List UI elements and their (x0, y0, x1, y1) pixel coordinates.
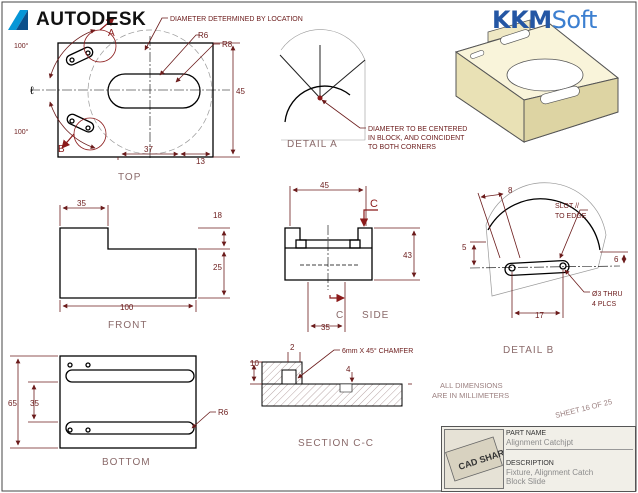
top-edge-dim: 13 (196, 157, 205, 166)
bottom-r6: R6 (218, 408, 229, 417)
angle-lower-label: 100° (14, 128, 29, 136)
section-top-dim: 2 (290, 343, 295, 352)
top-view: 100° 100° ℓ A B DIAMETER DETERMINED BY L… (14, 16, 303, 183)
section-c-c-view: 2 10 4 6mm X 45° CHAMFER SECTION C-C (250, 343, 413, 449)
description-row: DESCRIPTION Fixture, Alignment Catch Blo… (506, 459, 633, 489)
detail-b-left-dim: 5 (462, 243, 467, 252)
detail-a-label: DETAIL A (287, 139, 338, 150)
diameter-location-note: DIAMETER DETERMINED BY LOCATION (170, 16, 303, 23)
part-name-row: PART NAME Alignment Catchjpt (506, 429, 633, 450)
side-view: 45 43 35 C C SIDE (284, 181, 420, 332)
sheet-number: SHEET 16 OF 25 (554, 397, 613, 420)
detail-b-slot-dim: 8 (508, 186, 513, 195)
top-width-dim: 37 (144, 145, 153, 154)
marker-c-lower: C (336, 310, 344, 321)
detail-b-right-dim: 6 (614, 255, 619, 264)
side-view-label: SIDE (362, 310, 389, 321)
part-name-key: PART NAME (506, 430, 547, 437)
section-right-dim: 4 (346, 365, 351, 374)
section-left-dim: 10 (250, 359, 259, 368)
slot-note-1: SLOT // (555, 203, 579, 210)
section-label: SECTION C-C (298, 438, 374, 449)
units-note-2: ARE IN MILLIMETERS (432, 391, 509, 400)
marker-b: B (58, 144, 65, 155)
kkm-wordmark: KKM (492, 6, 552, 34)
detail-b-label: DETAIL B (503, 345, 554, 356)
part-name-value: Alignment Catchjpt (506, 438, 574, 447)
autodesk-logo: AUTODESK (6, 7, 146, 33)
marker-a: A (108, 28, 115, 39)
detail-a-view: DETAIL A DIAMETER TO BE CENTERED IN BLOC… (279, 29, 467, 151)
center-note-1: DIAMETER TO BE CENTERED (368, 126, 467, 133)
bottom-inner-dim: 35 (30, 399, 39, 408)
side-width-dim: 45 (320, 181, 329, 190)
bottom-overall-dim: 65 (8, 399, 17, 408)
chamfer-note: 6mm X 45° CHAMFER (342, 347, 413, 355)
center-note-2: IN BLOCK, AND COINCIDENT (368, 135, 465, 142)
marker-c-upper: C (370, 198, 378, 210)
cad-share-icon: CAD SHARE (445, 436, 511, 482)
autodesk-wordmark: AUTODESK (36, 9, 147, 30)
front-step-dim: 18 (213, 211, 222, 220)
bottom-view: 65 35 R6 BOTTOM (8, 355, 229, 468)
front-height-dim: 25 (213, 263, 222, 272)
side-bottom-dim: 35 (321, 323, 330, 332)
description-line-2: Block Slide (506, 477, 546, 486)
autodesk-mark-icon (8, 10, 28, 30)
detail-b-view: 8 5 6 17 SLOT // TO EDGE Ø3 THRU 4 PLCS … (462, 182, 628, 356)
top-r6: R6 (198, 31, 209, 40)
description-line-1: Fixture, Alignment Catch (506, 468, 594, 477)
front-width-top: 35 (77, 199, 86, 208)
top-r8: R8 (222, 40, 233, 49)
hole-note-1: Ø3 THRU (592, 291, 623, 298)
top-height-dim: 45 (236, 87, 245, 96)
front-view: 35 18 25 100 FRONT (59, 199, 230, 331)
center-note-3: TO BOTH CORNERS (368, 144, 436, 151)
svg-text:ℓ: ℓ (30, 85, 34, 97)
kkmsoft-logo: KKMSoft (492, 6, 597, 34)
units-note-1: ALL DIMENSIONS (440, 381, 503, 390)
bottom-view-label: BOTTOM (102, 457, 151, 468)
front-length-dim: 100 (120, 303, 134, 312)
hole-note-2: 4 PLCS (592, 301, 616, 308)
soft-wordmark: Soft (551, 6, 598, 34)
side-height-dim: 43 (403, 251, 412, 260)
slot-note-2: TO EDGE (555, 213, 587, 220)
title-block: CAD SHARE PART NAME Alignment Catchjpt D… (441, 426, 636, 492)
cad-share-logo: CAD SHARE (444, 429, 511, 489)
top-view-label: TOP (118, 172, 141, 183)
front-view-label: FRONT (108, 320, 147, 331)
detail-b-bottom-dim: 17 (535, 311, 544, 320)
description-key: DESCRIPTION (506, 460, 554, 467)
isometric-view (454, 19, 620, 143)
angle-upper-label: 100° (14, 42, 29, 50)
